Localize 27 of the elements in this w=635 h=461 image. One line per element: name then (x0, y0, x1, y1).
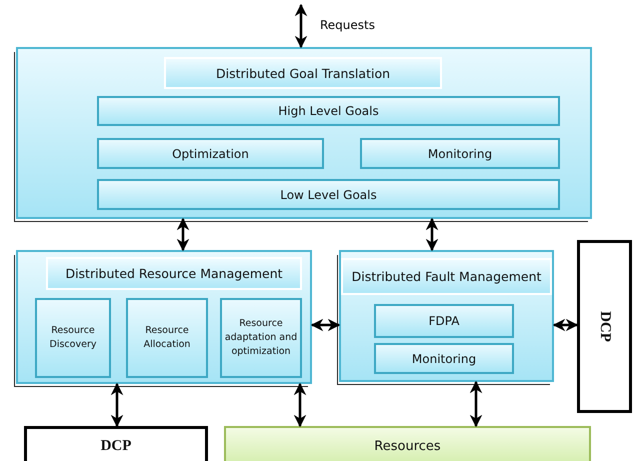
double-arrow (110, 382, 124, 428)
double-arrow (294, 4, 308, 48)
edge-label: Requests (320, 18, 375, 32)
process-box: Monitoring (374, 343, 514, 374)
double-arrow (294, 382, 306, 428)
heading-box: Distributed Goal Translation (164, 57, 442, 89)
double-arrow (470, 380, 482, 428)
process-box: High Level Goals (97, 96, 560, 126)
process-box: Optimization (97, 138, 324, 169)
resources-box: Resources (224, 426, 591, 461)
process-box: Resource Allocation (126, 298, 208, 378)
double-arrow (176, 218, 190, 252)
double-arrow (310, 318, 340, 332)
container-box (16, 250, 312, 384)
container-box (339, 250, 554, 382)
process-box: Resource adaptation and optimization (220, 298, 302, 378)
process-box: Low Level Goals (97, 179, 560, 210)
heading-box: Distributed Fault Management (341, 258, 552, 295)
container-box (16, 47, 592, 219)
heading-box: Distributed Resource Management (46, 257, 302, 290)
component-box: DCP (577, 240, 632, 413)
process-box: FDPA (374, 304, 514, 338)
component-box: DCP (24, 426, 208, 461)
double-arrow (426, 218, 438, 252)
process-box: Monitoring (360, 138, 560, 169)
process-box: Resource Discovery (35, 298, 111, 378)
double-arrow (552, 318, 578, 332)
